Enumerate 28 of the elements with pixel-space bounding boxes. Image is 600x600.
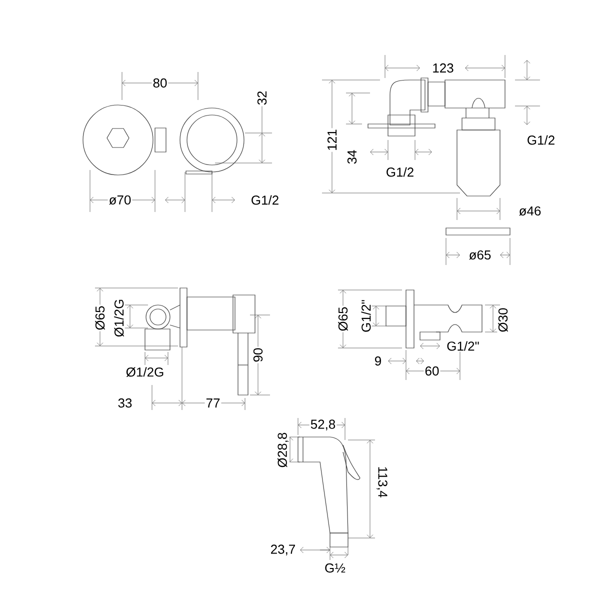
dimension-label: 90	[252, 346, 264, 364]
dimension-label: ø70	[108, 194, 132, 206]
dimension-label: 9	[373, 355, 383, 367]
dimension-label: Ø1/2G	[124, 366, 166, 378]
dimension-label: G½	[324, 562, 346, 574]
dimension-label: 52,8	[309, 418, 337, 432]
dimension-label: Ø30	[497, 306, 509, 334]
dimension-label: 77	[204, 398, 222, 408]
dimension-label: 80	[152, 77, 168, 89]
dimension-label: ø65	[468, 249, 492, 261]
dimension-label: 123	[431, 62, 455, 74]
dimension-label: 121	[326, 128, 338, 152]
dimension-label: G1/2	[384, 166, 416, 178]
dimension-label: Ø28,8	[276, 431, 290, 469]
dimension-label: 32	[256, 90, 268, 106]
dimension-label: G1/2	[526, 134, 556, 146]
dimension-label: 113,4	[376, 465, 388, 499]
dimension-label: Ø1/2G	[113, 298, 125, 338]
dimension-label: G1/2	[250, 194, 280, 206]
dimension-label: 23,7	[269, 544, 297, 556]
dimension-label: G1/2"	[360, 298, 372, 334]
dimension-label: G1/2"	[446, 340, 480, 352]
dimension-label: 60	[424, 365, 440, 377]
dimension-label: 33	[116, 397, 134, 409]
dimension-label: 34	[346, 148, 358, 166]
dimension-label: Ø65	[337, 306, 349, 332]
dimension-label: ø46	[518, 205, 542, 217]
dimension-label: Ø65	[94, 304, 106, 332]
